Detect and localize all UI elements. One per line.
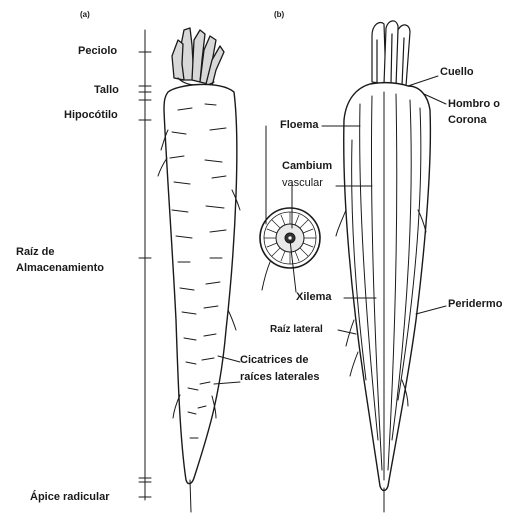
carrot-b-leaf-stalks bbox=[372, 21, 410, 86]
label-cicatrices-line1: Cicatrices de bbox=[240, 354, 308, 367]
label-raiz-line1: Raíz de bbox=[16, 246, 55, 259]
carrot-a-leaf-stalks bbox=[172, 28, 224, 86]
label-hombro-line2: Corona bbox=[448, 114, 487, 127]
carrot-a-root-tip bbox=[190, 480, 191, 512]
label-tallo: Tallo bbox=[94, 84, 119, 97]
label-hombro-line1: Hombro o bbox=[448, 98, 500, 111]
label-xilema: Xilema bbox=[296, 291, 331, 304]
label-apice: Ápice radicular bbox=[30, 491, 109, 504]
label-cambium-line2: vascular bbox=[282, 177, 323, 190]
panel-label-a: (a) bbox=[80, 10, 90, 19]
label-raiz-line2: Almacenamiento bbox=[16, 262, 104, 275]
scale-bar bbox=[139, 30, 151, 500]
label-raiz-lateral: Raíz lateral bbox=[270, 323, 323, 336]
label-cambium-line1: Cambium bbox=[282, 160, 332, 173]
cross-section bbox=[260, 208, 320, 290]
label-cuello: Cuello bbox=[440, 66, 474, 79]
label-floema: Floema bbox=[280, 119, 319, 132]
label-cicatrices-line2: raíces laterales bbox=[240, 371, 320, 384]
panel-label-b: (b) bbox=[274, 10, 284, 19]
carrot-a-body bbox=[164, 84, 237, 483]
label-hipocotilo: Hipocótilo bbox=[64, 109, 118, 122]
label-peciolo: Peciolo bbox=[78, 45, 117, 58]
label-peridermo: Peridermo bbox=[448, 298, 502, 311]
